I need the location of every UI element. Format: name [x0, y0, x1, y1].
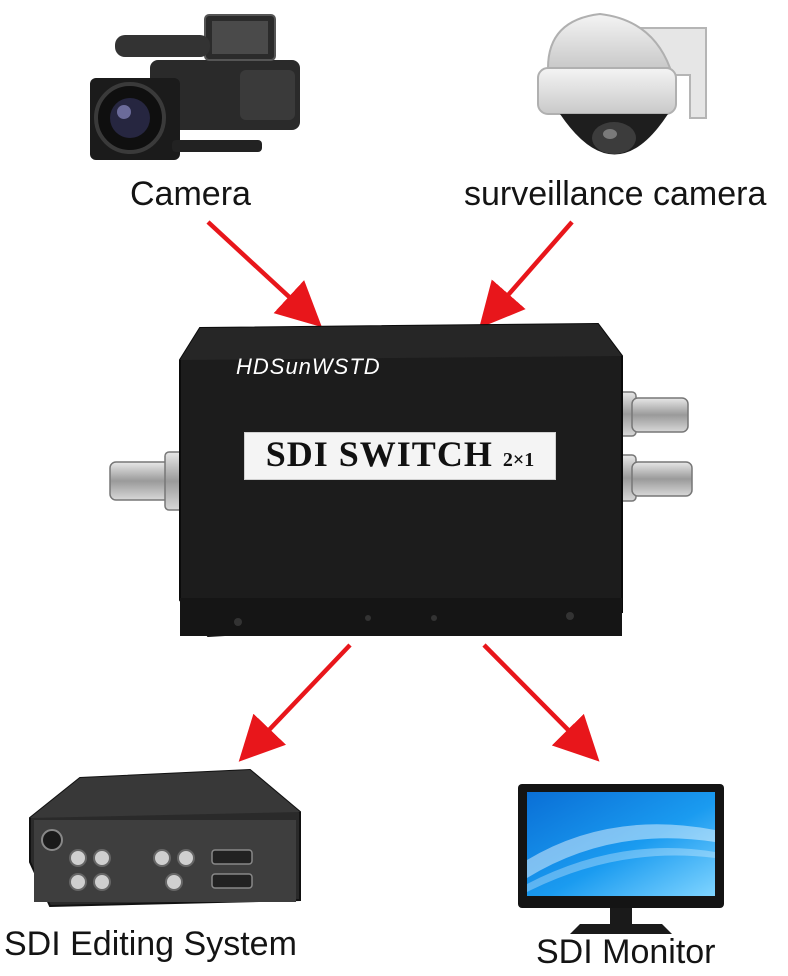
bnc-connector-left	[109, 451, 190, 511]
label-surveillance-camera: surveillance camera	[464, 175, 767, 213]
dome-camera-icon	[537, 12, 707, 155]
arrow-camera-to-switch	[206, 220, 322, 328]
device-brand-logo: HDSunWSTD	[236, 354, 381, 379]
monitor-icon	[518, 784, 724, 934]
editing-system-icon	[29, 768, 301, 908]
bnc-connector-right-bottom	[611, 454, 693, 502]
device-label-sub: 2×1	[502, 449, 535, 471]
arrow-switch-to-editing	[238, 643, 352, 762]
device-front-label: SDI SWITCH 2×1	[244, 432, 556, 480]
label-camera: Camera	[130, 175, 251, 213]
camcorder-icon	[90, 14, 300, 160]
sdi-switch-device	[109, 322, 693, 638]
bnc-connector-right-top	[611, 391, 689, 437]
label-sdi-monitor: SDI Monitor	[536, 933, 716, 971]
device-label-main: SDI SWITCH	[265, 434, 493, 474]
arrows	[206, 220, 600, 762]
arrow-switch-to-monitor	[482, 643, 600, 762]
label-sdi-editing-system: SDI Editing System	[4, 925, 297, 963]
arrow-surveillance-to-switch	[479, 220, 574, 329]
